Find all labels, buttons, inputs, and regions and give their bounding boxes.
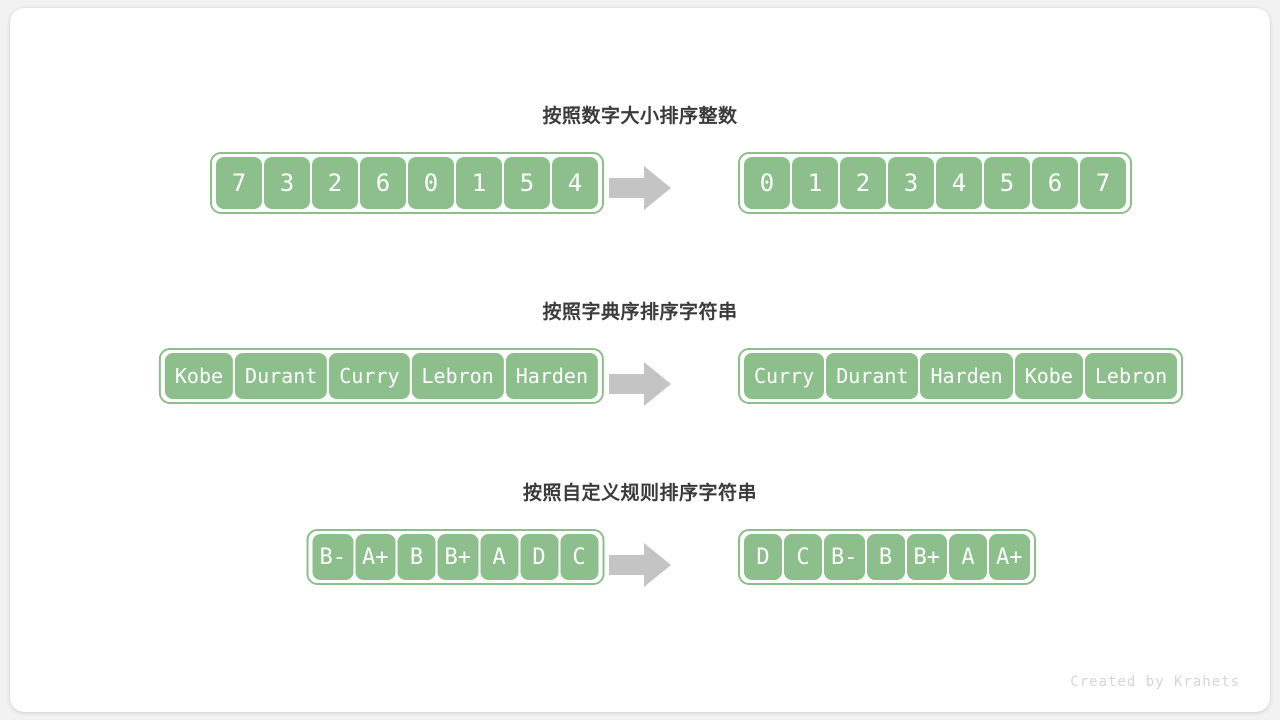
- arrow-head: [644, 166, 671, 210]
- array-cell: D: [520, 534, 558, 580]
- arrow-shaft: [609, 178, 645, 198]
- array-cell: 1: [792, 157, 838, 209]
- array-cell: D: [744, 534, 782, 580]
- array-cell: B: [397, 534, 436, 580]
- array-cell: 0: [744, 157, 790, 209]
- array-cell: 2: [312, 157, 358, 209]
- array-cell: 2: [840, 157, 886, 209]
- arrow-head: [644, 543, 671, 587]
- array-cell: Kobe: [164, 353, 234, 399]
- array-cell: 3: [264, 157, 310, 209]
- row-title-custom-rule-strings: 按照自定义规则排序字符串: [522, 483, 757, 504]
- array-cell: A: [480, 534, 518, 580]
- arrow-head: [644, 362, 671, 406]
- array-cell: 7: [1080, 157, 1126, 209]
- array-cell: B: [866, 534, 905, 580]
- array-cell: 1: [456, 157, 502, 209]
- array-cell: B-: [824, 534, 865, 580]
- array-cell: B-: [312, 534, 353, 580]
- array-cell: 3: [888, 157, 934, 209]
- array-cell: B+: [437, 534, 478, 580]
- array-cell: Curry: [329, 353, 410, 399]
- array-cell: 6: [1032, 157, 1078, 209]
- array-cell: C: [784, 534, 822, 580]
- array-cell: Kobe: [1014, 353, 1083, 399]
- array-cell: 4: [552, 157, 598, 209]
- arrow-icon: [609, 166, 671, 210]
- array-cell: Durant: [235, 353, 328, 399]
- array-cell: Harden: [920, 353, 1013, 399]
- array-cell: 4: [936, 157, 982, 209]
- array-cell: 5: [504, 157, 550, 209]
- array-cell: 0: [408, 157, 454, 209]
- row-title-integers: 按照数字大小排序整数: [542, 106, 738, 127]
- array-cell: 5: [984, 157, 1030, 209]
- array-cell: A+: [989, 534, 1030, 580]
- arrow-shaft: [609, 555, 645, 575]
- arrow-icon: [609, 543, 671, 587]
- array-cell: A+: [355, 534, 396, 580]
- array-cell: Lebron: [1084, 353, 1178, 399]
- array-cell: C: [560, 534, 598, 580]
- arrow-icon: [609, 362, 671, 406]
- watermark: Created by Krahets: [1070, 674, 1240, 690]
- array-cell: Curry: [744, 353, 825, 399]
- arrow-shaft: [609, 374, 645, 394]
- array-cell: A: [949, 534, 987, 580]
- row-title-lexicographic-strings: 按照字典序排序字符串: [542, 302, 738, 323]
- array-cell: Durant: [826, 353, 919, 399]
- array-cell: B+: [906, 534, 947, 580]
- array-cell: Lebron: [411, 353, 504, 399]
- array-cell: 6: [360, 157, 406, 209]
- array-cell: 7: [216, 157, 262, 209]
- array-cell: Harden: [505, 353, 598, 399]
